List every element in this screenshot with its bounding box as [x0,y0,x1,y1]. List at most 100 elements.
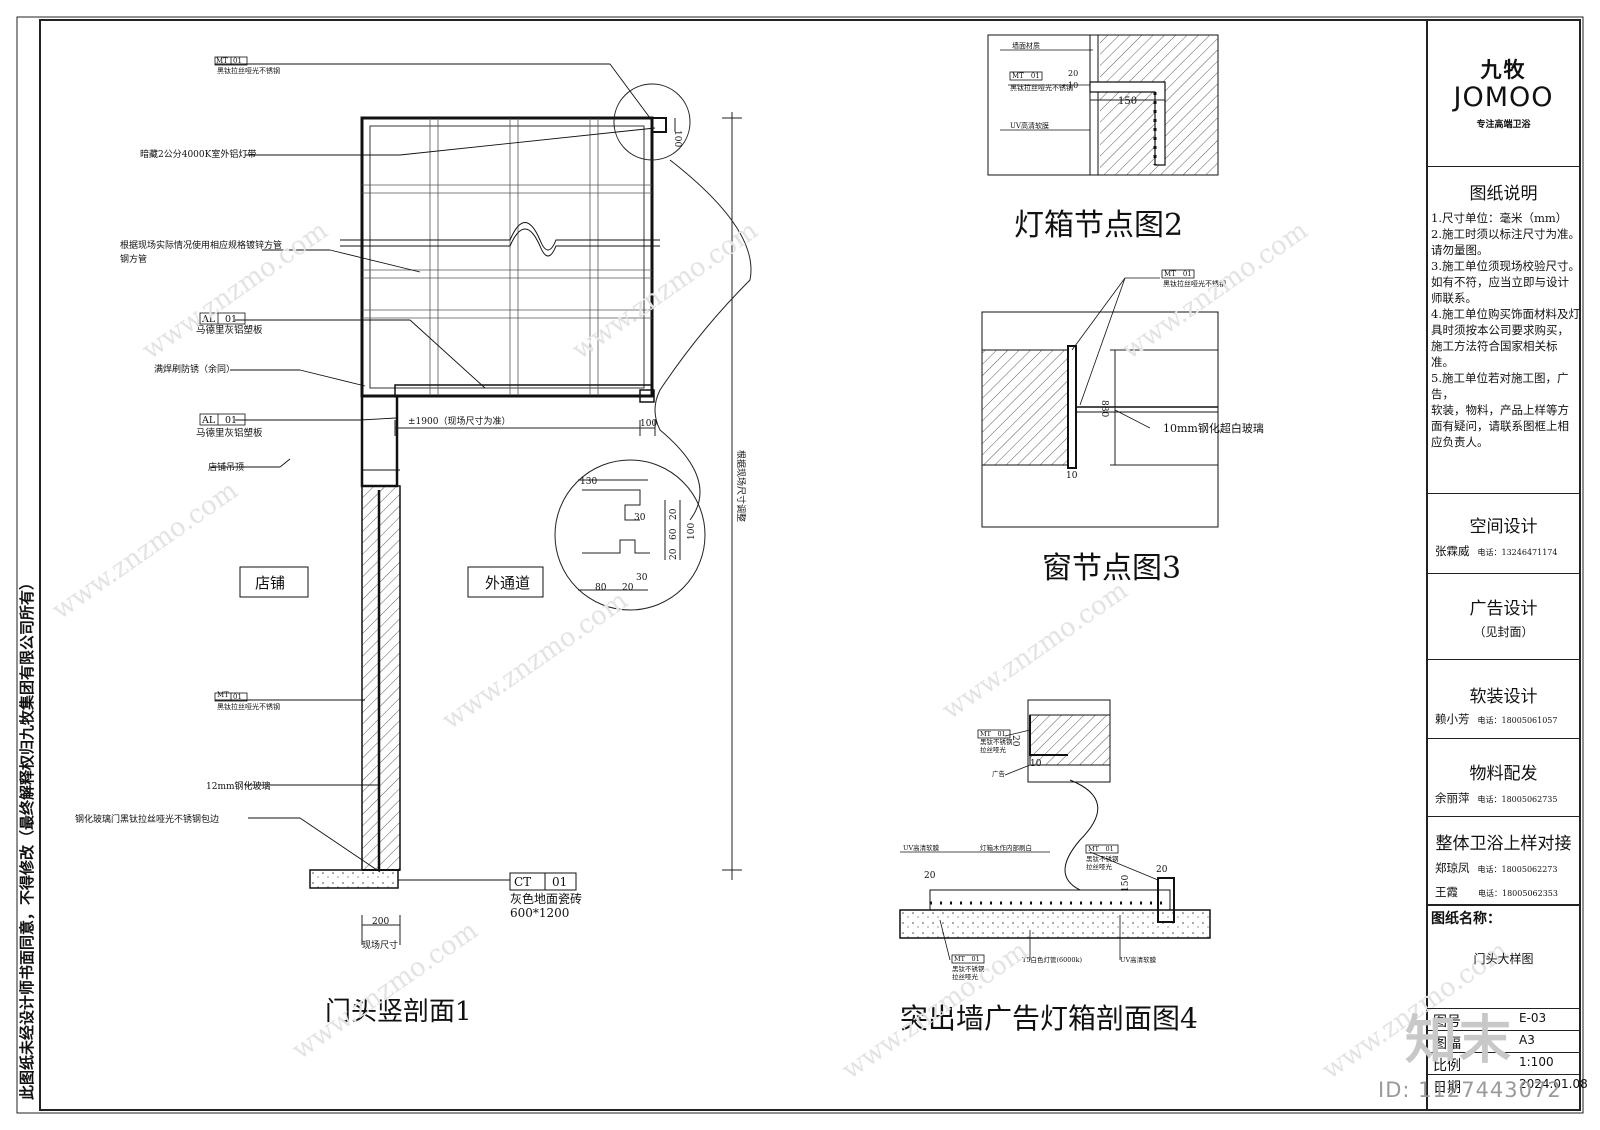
notes-title: 图纸说明 [1469,184,1538,204]
svg-text:01: 01 [233,57,242,65]
soft-designer-phone: 电话：18005061057 [1477,716,1558,725]
d3-note-glass: 10mm钢化超白玻璃 [1163,421,1264,435]
svg-text:www.znzmo.com: www.znzmo.com [137,216,334,366]
soft-design-head: 软装设计 [1469,687,1538,707]
outer-border [16,16,1584,1114]
drawing-name-section: 图纸名称： 门头大样图 [1427,904,1580,1008]
watermark-brand: 知末 [1405,1011,1514,1071]
svg-text:30: 30 [636,573,648,583]
svg-text:20: 20 [1156,865,1168,875]
ad-design-section: 广告设计 （见封面） [1427,573,1580,659]
svg-text:10: 10 [1066,471,1078,481]
bath-section: 整体卫浴上样对接 郑琼凤电话：18005062273 王霞电话：18005062… [1427,816,1580,904]
note-led: 暗藏2公分4000K室外铝灯带 [140,148,256,160]
svg-text:拉丝哑光: 拉丝哑光 [1086,862,1113,871]
section-drawing-1 [199,56,752,945]
logo-tagline: 专注高端卫浴 [1476,120,1531,130]
bath-head: 整体卫浴上样对接 [1435,834,1572,854]
soft-designer-name: 赖小芳 [1435,712,1470,726]
wall-hatch [361,485,401,871]
meta-row-size: 图幅 A3 [1427,1030,1580,1052]
note-door: 钢化玻璃门黑钛拉丝哑光不锈钢包边 [75,813,219,825]
drawing-name-label: 图纸名称： [1431,911,1501,927]
d2-dim-150: 150 [1118,96,1137,107]
ad-design-head: 广告设计 [1469,599,1538,619]
note-weld: 满焊刷防锈（余同） [154,363,235,375]
room-label-shop: 店铺 [255,574,285,592]
section-drawing-4 [899,699,1211,964]
watermark-id: ID: 1127443072 [1378,1078,1562,1102]
note-line: 3.施工单位须现场校验尺寸。 [1431,259,1580,273]
dim-span: ±1900（现场尺寸为准） [408,415,510,427]
svg-text:www.znzmo.com: www.znzmo.com [287,916,484,1066]
svg-text:www.znzmo.com: www.znzmo.com [437,586,634,736]
svg-text:www.znzmo.com: www.znzmo.com [567,216,764,366]
d2-note-wall: 墙面材质 [1012,41,1040,50]
note-line: 4.施工单位购买饰面材料及灯 [1431,307,1580,321]
dim-base-note: 现场尺寸 [362,939,398,951]
room-label-corridor: 外通道 [485,574,530,592]
detail-drawing-3 [981,269,1219,528]
svg-text:拉丝哑光: 拉丝哑光 [952,972,979,981]
note-line: 面有疑问，请联系图框上相 [1431,419,1569,433]
svg-text:20: 20 [924,871,936,881]
note-line: 1.尺寸单位：毫米（mm） [1431,211,1568,225]
svg-text:黑钛不锈钢: 黑钛不锈钢 [980,737,1013,746]
svg-text:黑钛不锈钢: 黑钛不锈钢 [952,964,985,973]
note-ceiling: 店铺吊顶 [208,461,244,473]
svg-text:20: 20 [669,508,679,520]
copyright-side-note: 此图纸未经设计师书面同意，不得修改（最终解释权归九牧集团有限公司所有） [18,574,36,1100]
svg-text:60: 60 [669,528,679,540]
bath-contact-1-name: 郑琼凤 [1435,861,1470,875]
title-block-frame [1426,19,1581,1111]
meta-key: 图幅 [1433,1036,1461,1052]
svg-text:20: 20 [669,548,679,560]
title-block: 九牧 JOMOO 专注高端卫浴 图纸说明 1.尺寸单位：毫米（mm） 2.施工时… [1427,20,1588,1110]
note-al2: 马德里灰铝塑板 [196,427,263,439]
note-line: 具时须按本公司要求购买， [1431,323,1569,337]
signboard-outline [360,116,654,398]
detail-drawing-2 [987,34,1219,176]
svg-text:黑钛不锈钢: 黑钛不锈钢 [1086,854,1119,863]
drawing-3-title: 窗节点图3 [1042,551,1181,586]
ad-design-sub: （见封面） [1473,625,1534,639]
material-contact-name: 余丽萍 [1435,791,1470,805]
svg-text:01: 01 [225,415,237,426]
material-contact-phone: 电话：18005062735 [1477,795,1558,804]
d2-note-uv: UV高清软膜 [1010,121,1049,130]
d4-note-inner: 灯箱木作内部刷白 [980,843,1032,852]
svg-text:20: 20 [1010,735,1020,747]
svg-text:MT 01: MT 01 [980,730,1006,738]
svg-text:www.znzmo.com: www.znzmo.com [937,576,1134,726]
note-line: 如有不符，应当立即与设计 [1431,275,1569,289]
d4-note-t5: T5白色灯管(6000k) [1022,955,1082,964]
floor-slab [309,869,399,889]
logo-chinese: 九牧 [1480,58,1527,82]
meta-value: 1:100 [1519,1055,1554,1069]
svg-text:www.znzmo.com: www.znzmo.com [47,476,244,626]
meta-row-date: 日期 2024.01.08 [1427,1074,1588,1110]
d4-note-uv-left: UV高清软膜 [903,843,940,852]
note-line: 软装，物料，产品上样等方 [1431,403,1569,417]
meta-value: A3 [1519,1033,1535,1047]
svg-text:01: 01 [552,875,567,889]
svg-text:拉丝哑光: 拉丝哑光 [980,745,1007,754]
bath-contact-2-phone: 电话：18005062353 [1478,889,1558,898]
svg-text:MT 01: MT 01 [1012,72,1040,80]
note-glass: 12mm钢化玻璃 [206,780,271,792]
d2-note-mt: 黑钛拉丝哑光不锈钢 [1010,83,1073,92]
space-design-head: 空间设计 [1469,517,1538,537]
note-steel: 根据现场实际情况使用相应规格镀锌方管 [120,239,282,251]
tag-ct: CT [514,875,531,889]
drawing-frame [39,19,1428,1111]
dim-height-note: 根据现场尺寸调整 [735,450,747,522]
svg-text:100: 100 [640,419,657,429]
note-line: 请勿量图。 [1431,243,1489,257]
note-mt-mid: 黑钛拉丝哑光不锈钢 [217,702,280,711]
d4-note-uv-bottom: UV高清软膜 [1120,955,1157,964]
svg-text:150: 150 [1121,875,1131,892]
drawing-name: 门头大样图 [1473,952,1534,966]
note-line: 师联系。 [1431,291,1477,305]
